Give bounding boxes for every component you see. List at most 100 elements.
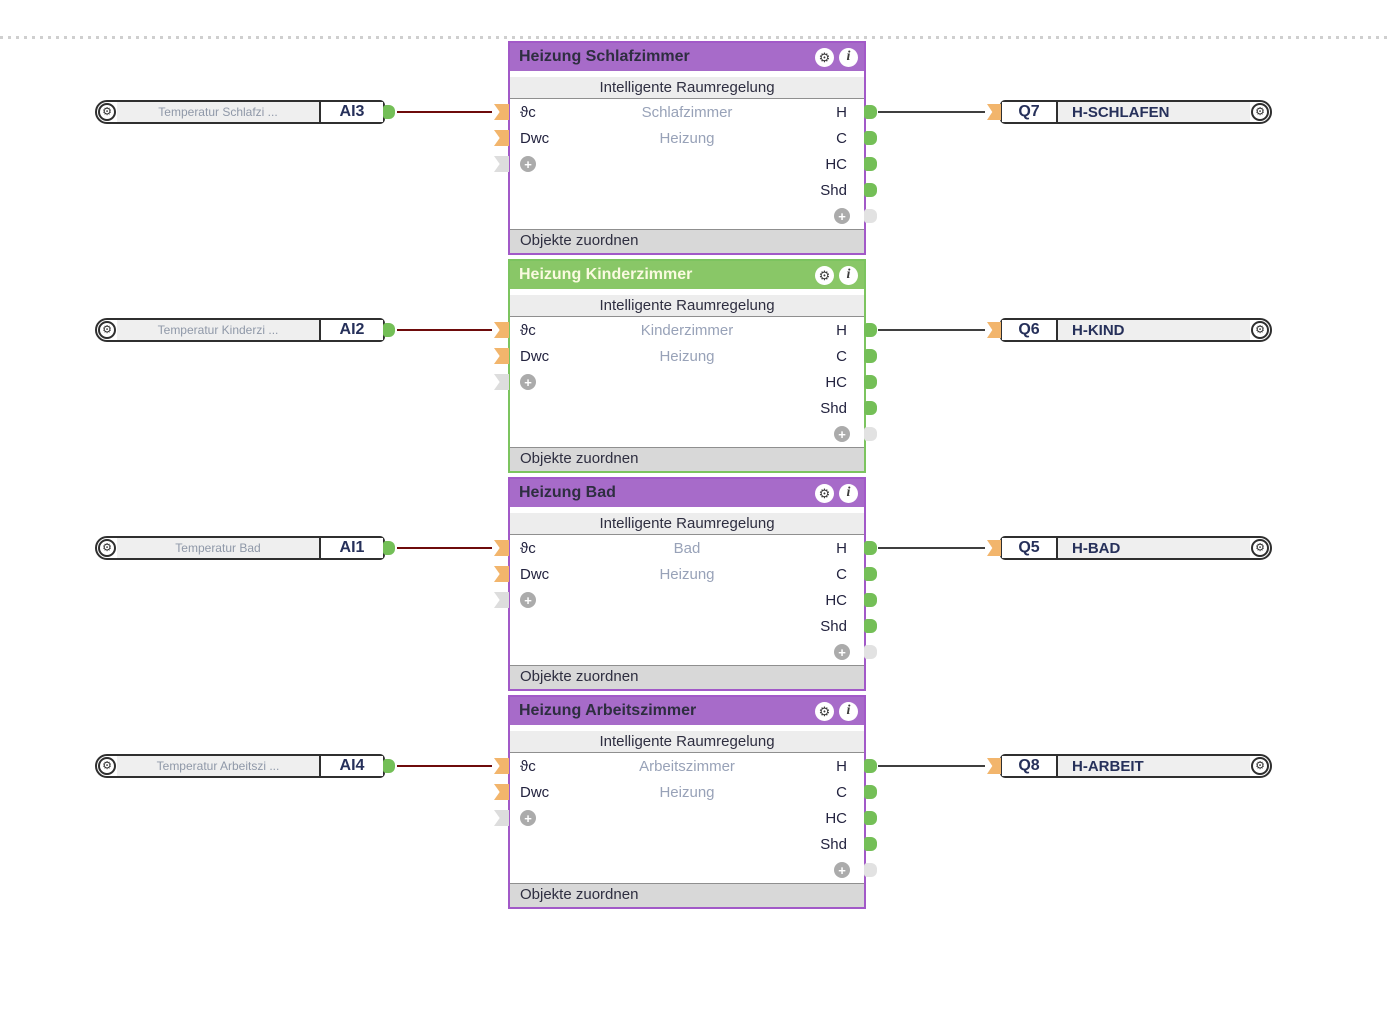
output-connector-spare[interactable] — [864, 863, 877, 877]
output-connector-hc[interactable] — [864, 593, 877, 607]
add-input-icon[interactable]: + — [520, 156, 536, 172]
function-block-heizung-schlafzimmer[interactable]: Heizung Schlafzimmer ⚙ i Intelligente Ra… — [494, 41, 877, 255]
input-connector-tc[interactable] — [494, 322, 509, 338]
gear-icon[interactable]: ⚙ — [98, 321, 116, 339]
input-connector[interactable] — [987, 758, 1001, 774]
function-block-heizung-kinderzimmer[interactable]: Heizung Kinderzimmer ⚙ i Intelligente Ra… — [494, 259, 877, 473]
output-connector-shd[interactable] — [864, 837, 877, 851]
assign-objects-action[interactable]: Objekte zuordnen — [510, 665, 864, 689]
add-input-icon[interactable]: + — [520, 810, 536, 826]
info-icon[interactable]: i — [839, 265, 858, 285]
input-connector[interactable] — [987, 322, 1001, 338]
assign-objects-action[interactable]: Objekte zuordnen — [510, 229, 864, 253]
function-block-heizung-arbeitszimmer[interactable]: Heizung Arbeitszimmer ⚙ i Intelligente R… — [494, 695, 877, 909]
function-block-heizung-bad[interactable]: Heizung Bad ⚙ i Intelligente Raumregelun… — [494, 477, 877, 691]
output-connector-spare[interactable] — [864, 645, 877, 659]
info-icon[interactable]: i — [839, 47, 858, 67]
block-header[interactable]: Heizung Arbeitszimmer ⚙ i — [510, 697, 864, 725]
add-input-icon[interactable]: + — [520, 374, 536, 390]
wire-ai4-to-arbeitszimmer[interactable] — [397, 765, 492, 767]
add-output-icon[interactable]: + — [834, 862, 850, 878]
input-connector-spare[interactable] — [494, 592, 509, 608]
output-connector-c[interactable] — [864, 131, 877, 145]
gear-icon[interactable]: ⚙ — [98, 539, 116, 557]
wire-schlafzimmer-h-to-q7[interactable] — [878, 111, 985, 113]
block-header[interactable]: Heizung Schlafzimmer ⚙ i — [510, 43, 864, 71]
output-connector-h[interactable] — [864, 541, 877, 555]
output-connector-spare[interactable] — [864, 427, 877, 441]
output-node-q6[interactable]: Q6 H-KIND ⚙ — [987, 318, 1272, 342]
input-connector-dwc[interactable] — [494, 348, 509, 364]
output-connector[interactable] — [383, 323, 395, 337]
gear-icon[interactable]: ⚙ — [1251, 757, 1269, 775]
output-connector-h[interactable] — [864, 105, 877, 119]
wire-kinderzimmer-h-to-q6[interactable] — [878, 329, 985, 331]
assign-objects-action[interactable]: Objekte zuordnen — [510, 447, 864, 471]
input-connector[interactable] — [987, 540, 1001, 556]
assign-objects-action[interactable]: Objekte zuordnen — [510, 883, 864, 907]
block-spacer — [510, 507, 864, 513]
input-connector-spare[interactable] — [494, 810, 509, 826]
wire-ai2-to-kinderzimmer[interactable] — [397, 329, 492, 331]
input-connector-tc[interactable] — [494, 540, 509, 556]
block-header[interactable]: Heizung Kinderzimmer ⚙ i — [510, 261, 864, 289]
gear-icon[interactable]: ⚙ — [1251, 321, 1269, 339]
port-id-label: Q7 — [1002, 102, 1058, 122]
wire-arbeitszimmer-h-to-q8[interactable] — [878, 765, 985, 767]
output-connector-h[interactable] — [864, 759, 877, 773]
gear-icon[interactable]: ⚙ — [815, 265, 834, 285]
output-connector-h[interactable] — [864, 323, 877, 337]
gear-icon[interactable]: ⚙ — [98, 757, 116, 775]
block-header[interactable]: Heizung Bad ⚙ i — [510, 479, 864, 507]
input-connector-tc[interactable] — [494, 758, 509, 774]
input-connector-dwc[interactable] — [494, 566, 509, 582]
output-node-q5[interactable]: Q5 H-BAD ⚙ — [987, 536, 1272, 560]
wire-bad-h-to-q5[interactable] — [878, 547, 985, 549]
wire-ai3-to-schlafzimmer[interactable] — [397, 111, 492, 113]
output-connector[interactable] — [383, 105, 395, 119]
add-output-icon[interactable]: + — [834, 426, 850, 442]
input-connector-tc[interactable] — [494, 104, 509, 120]
output-connector-c[interactable] — [864, 349, 877, 363]
output-connector-shd[interactable] — [864, 401, 877, 415]
gear-icon[interactable]: ⚙ — [1251, 103, 1269, 121]
output-connector-c[interactable] — [864, 567, 877, 581]
input-connector-dwc[interactable] — [494, 130, 509, 146]
output-connector-spare[interactable] — [864, 209, 877, 223]
info-icon[interactable]: i — [839, 483, 858, 503]
port-id-label: AI3 — [319, 102, 383, 122]
output-connector[interactable] — [383, 759, 395, 773]
output-connector-c[interactable] — [864, 785, 877, 799]
gear-icon[interactable]: ⚙ — [815, 47, 834, 67]
info-icon[interactable]: i — [839, 701, 858, 721]
input-connector-spare[interactable] — [494, 374, 509, 390]
output-node-q8[interactable]: Q8 H-ARBEIT ⚙ — [987, 754, 1272, 778]
wire-ai1-to-bad[interactable] — [397, 547, 492, 549]
input-node-ai3[interactable]: ⚙ Temperatur Schlafzi ... AI3 — [95, 100, 395, 124]
block-body[interactable]: ϑc Bad H Dwc Heizung C + HC Shd + — [510, 535, 864, 665]
input-node-ai4[interactable]: ⚙ Temperatur Arbeitszi ... AI4 — [95, 754, 395, 778]
add-input-icon[interactable]: + — [520, 592, 536, 608]
output-connector-shd[interactable] — [864, 183, 877, 197]
input-connector[interactable] — [987, 104, 1001, 120]
input-node-ai2[interactable]: ⚙ Temperatur Kinderzi ... AI2 — [95, 318, 395, 342]
output-node-q7[interactable]: Q7 H-SCHLAFEN ⚙ — [987, 100, 1272, 124]
gear-icon[interactable]: ⚙ — [1251, 539, 1269, 557]
gear-icon[interactable]: ⚙ — [98, 103, 116, 121]
gear-icon[interactable]: ⚙ — [815, 701, 834, 721]
block-body[interactable]: ϑc Schlafzimmer H Dwc Heizung C + HC Shd… — [510, 99, 864, 229]
add-output-icon[interactable]: + — [834, 208, 850, 224]
output-connector[interactable] — [383, 541, 395, 555]
output-connector-shd[interactable] — [864, 619, 877, 633]
input-connector-spare[interactable] — [494, 156, 509, 172]
output-connector-hc[interactable] — [864, 811, 877, 825]
block-body[interactable]: ϑc Arbeitszimmer H Dwc Heizung C + HC Sh… — [510, 753, 864, 883]
add-output-icon[interactable]: + — [834, 644, 850, 660]
input-connector-dwc[interactable] — [494, 784, 509, 800]
gear-icon[interactable]: ⚙ — [815, 483, 834, 503]
output-connector-hc[interactable] — [864, 157, 877, 171]
block-body[interactable]: ϑc Kinderzimmer H Dwc Heizung C + HC Shd… — [510, 317, 864, 447]
output-connector-hc[interactable] — [864, 375, 877, 389]
input-node-ai1[interactable]: ⚙ Temperatur Bad AI1 — [95, 536, 395, 560]
